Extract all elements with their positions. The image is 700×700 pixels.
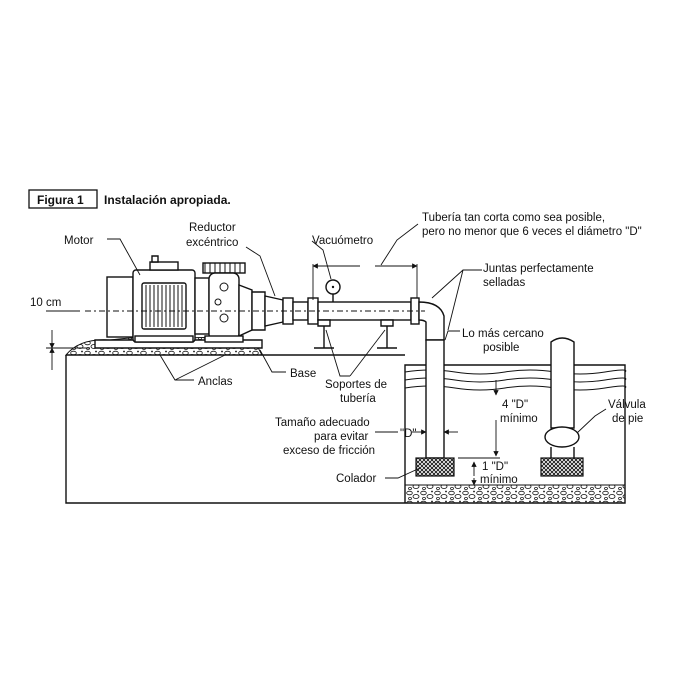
label-reductor-2: excéntrico bbox=[186, 237, 238, 249]
leader-motor bbox=[107, 238, 141, 276]
figure-title: Instalación apropiada. bbox=[104, 193, 231, 207]
sump-bottom-gravel bbox=[404, 484, 626, 504]
figure-number: Figura 1 bbox=[37, 193, 84, 207]
leader-lo-mas bbox=[444, 330, 460, 341]
label-tuberia-1: Tubería tan corta como sea posible, bbox=[422, 212, 605, 224]
figure-header: Figura 1 Instalación apropiada. bbox=[28, 189, 231, 209]
pipe-length-dimension bbox=[312, 263, 418, 300]
leader-anclas-2 bbox=[174, 354, 226, 381]
leader-base bbox=[259, 349, 286, 373]
leader-valvula bbox=[576, 408, 607, 434]
label-tamano-3: exceso de fricción bbox=[283, 445, 375, 457]
leader-lines bbox=[107, 223, 607, 479]
pipe-supports bbox=[314, 319, 397, 349]
leader-reductor bbox=[245, 246, 276, 297]
label-valvula-2: de pie bbox=[612, 413, 643, 425]
water-surface bbox=[404, 369, 627, 391]
label-juntas-1: Juntas perfectamente bbox=[483, 263, 594, 275]
foot-valve-assembly bbox=[540, 337, 584, 477]
leader-soportes-1 bbox=[325, 329, 350, 377]
label-soportes-1: Soportes de bbox=[325, 379, 387, 391]
label-ten-cm: 10 cm bbox=[30, 297, 61, 309]
leader-colador bbox=[385, 467, 421, 479]
label-one-d-1: 1 "D" bbox=[482, 461, 508, 473]
leader-anclas bbox=[159, 354, 194, 381]
label-tamano-1: Tamaño adecuado bbox=[275, 417, 370, 429]
leader-soportes-2 bbox=[349, 329, 386, 377]
label-tamano-2: para evitar bbox=[314, 431, 369, 443]
strainer-right bbox=[540, 457, 584, 477]
label-reductor-1: Reductor bbox=[189, 222, 236, 234]
pump-volute bbox=[202, 262, 253, 343]
label-valvula-1: Válvula bbox=[608, 399, 646, 411]
label-lo-mas-2: posible bbox=[483, 342, 519, 354]
label-four-d-2: mínimo bbox=[500, 413, 538, 425]
label-one-d-2: mínimo bbox=[480, 474, 518, 486]
label-d: "D" bbox=[400, 428, 416, 440]
vacuum-gauge bbox=[325, 279, 341, 302]
leader-juntas-2 bbox=[447, 269, 464, 331]
label-anclas: Anclas bbox=[198, 376, 233, 388]
suction-pipe bbox=[251, 291, 445, 341]
label-base: Base bbox=[290, 368, 316, 380]
vertical-suction-pipe bbox=[415, 339, 455, 477]
label-soportes-2: tubería bbox=[340, 393, 376, 405]
depth-dimensions bbox=[458, 380, 500, 486]
label-vacuometro: Vacuómetro bbox=[312, 235, 373, 247]
leader-tuberia bbox=[380, 223, 419, 266]
label-four-d-1: 4 "D" bbox=[502, 399, 528, 411]
label-juntas-2: selladas bbox=[483, 277, 525, 289]
label-motor: Motor bbox=[64, 235, 94, 247]
motor bbox=[106, 255, 210, 343]
figure-number-box bbox=[28, 189, 98, 209]
leader-vacuometro bbox=[311, 240, 332, 280]
ten-cm-dimension bbox=[46, 310, 90, 370]
label-colador: Colador bbox=[336, 473, 376, 485]
label-tuberia-2: pero no menor que 6 veces el diámetro "D… bbox=[422, 226, 642, 238]
strainer-left bbox=[415, 457, 455, 477]
label-lo-mas-1: Lo más cercano bbox=[462, 328, 544, 340]
